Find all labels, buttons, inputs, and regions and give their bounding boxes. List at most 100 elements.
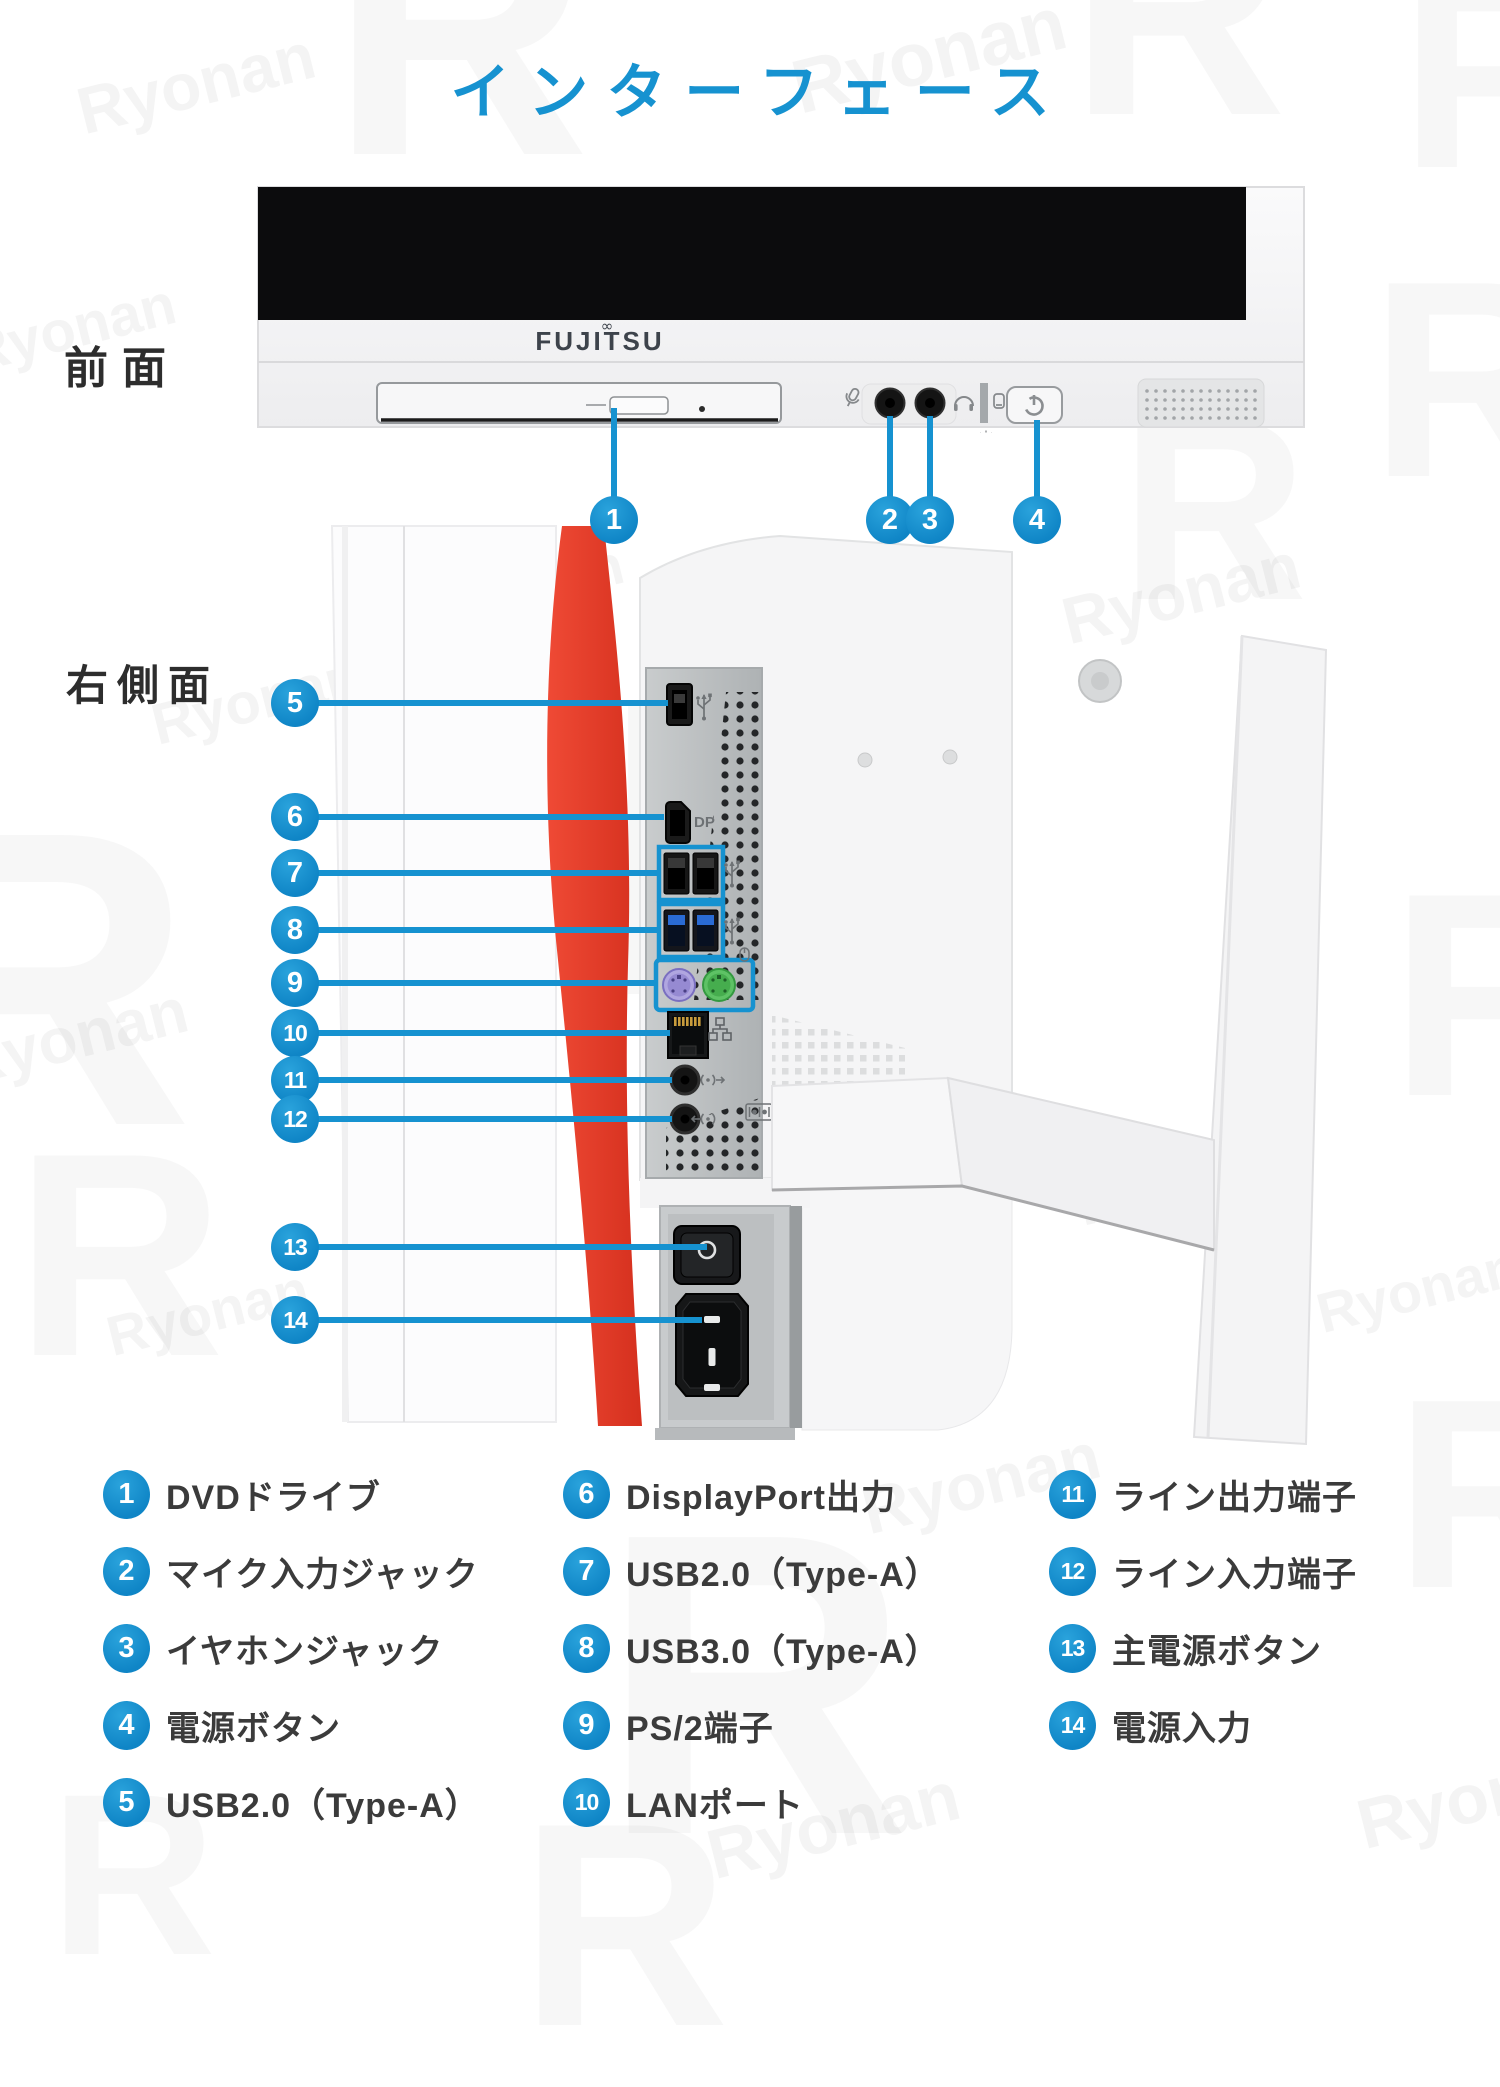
callout-marker-4: 4 [1013,496,1061,544]
usb2-port-side[interactable] [666,683,693,726]
callout-marker-11: 11 [271,1056,319,1104]
disk-icon [993,393,1005,409]
ac-inlet[interactable] [675,1293,749,1397]
fujitsu-logo: FUJITSU ∞ [535,317,661,356]
watermark-logo: R [1400,0,1500,225]
callout-marker-3: 3 [906,496,954,544]
callout-line-13 [295,1244,707,1250]
legend-label-4: 電源ボタン [166,1709,341,1748]
watermark-text: Ryonan [1349,1726,1500,1864]
front-section-label: 前面 [64,344,180,393]
minus-mark: - [951,425,958,433]
lan-port[interactable] [667,1011,709,1059]
legend-label-3: イヤホンジャック [166,1632,444,1671]
brightness-icon [980,430,992,433]
legend-label-1: DVDドライブ [166,1478,381,1517]
legend-label-11: ライン出力端子 [1112,1478,1357,1517]
displayport[interactable] [665,801,691,844]
callout-line-11 [295,1077,672,1083]
plus-mark: + [1008,428,1019,433]
dvd-drive-slot[interactable] [376,382,782,424]
legend-item-13: 13 主電源ボタン [1049,1623,1357,1673]
watermark-logo: R [15,1093,225,1417]
legend-badge-4: 4 [103,1700,150,1750]
legend-badge-7: 7 [563,1546,610,1596]
callout-line-9 [295,980,657,986]
legend-badge-8: 8 [563,1623,610,1673]
legend-label-14: 電源入力 [1112,1709,1252,1748]
watermark-logo: R [1370,224,1500,536]
callout-line-3 [927,416,933,520]
legend-badge-6: 6 [563,1469,610,1519]
legend-column-2: 6 DisplayPort出力 7 USB2.0（Type-A） 8 USB3.… [563,1469,940,1855]
callout-marker-10: 10 [271,1009,319,1057]
power-button[interactable] [1006,386,1063,424]
legend-item-7: 7 USB2.0（Type-A） [563,1546,940,1596]
speaker-grille [1137,378,1265,428]
lower-shell [801,1174,1013,1431]
watermark-logo: R [1390,833,1500,1157]
legend-badge-13: 13 [1049,1623,1096,1673]
legend-label-8: USB3.0（Type-A） [626,1632,940,1671]
watermark-logo: R [1395,1344,1500,1645]
legend-item-2: 2 マイク入力ジャック [103,1546,480,1596]
legend-item-12: 12 ライン入力端子 [1049,1546,1357,1596]
line-out-jack[interactable] [669,1064,701,1096]
legend-label-2: マイク入力ジャック [166,1555,479,1594]
legend-badge-9: 9 [563,1700,610,1750]
usb3-ports[interactable] [663,909,719,952]
page-title: インターフェース [450,59,1068,126]
screen-bezel [258,187,1246,320]
callout-marker-1: 1 [590,496,638,544]
ps2-mouse-port[interactable] [702,968,736,1002]
callout-line-5 [295,700,668,706]
ps2-keyboard-port[interactable] [662,968,696,1002]
legend-badge-5: 5 [103,1777,150,1827]
legend-badge-12: 12 [1049,1546,1096,1596]
line-in-jack[interactable] [669,1103,701,1135]
screw [942,749,958,765]
callout-line-14 [295,1317,702,1323]
callout-line-7 [295,870,659,876]
legend-label-10: LANポート [626,1786,804,1825]
legend-label-9: PS/2端子 [626,1709,774,1748]
callout-line-2 [887,416,893,520]
side-view-photo: DP [330,525,1328,1445]
brightness-slider[interactable] [980,383,988,423]
watermark-logo: R [1070,0,1287,178]
mic-jack[interactable] [874,387,906,419]
front-panel-side [330,525,557,1423]
callout-line-12 [295,1116,672,1122]
callout-marker-13: 13 [271,1223,319,1271]
watermark-logo: R [330,0,590,231]
mouse-icon [739,947,750,962]
legend-item-3: 3 イヤホンジャック [103,1623,480,1673]
legend-item-6: 6 DisplayPort出力 [563,1469,940,1519]
callout-line-10 [295,1030,670,1036]
svg-text:∞: ∞ [601,317,614,335]
callout-marker-5: 5 [271,679,319,727]
power-icon [1024,395,1044,416]
callout-marker-14: 14 [271,1296,319,1344]
callout-line-8 [295,927,659,933]
legend-label-6: DisplayPort出力 [626,1478,896,1517]
legend-item-9: 9 PS/2端子 [563,1700,940,1750]
legend-badge-1: 1 [103,1469,150,1519]
main-power-switch[interactable] [673,1225,741,1285]
usb2-highlight-box [656,844,726,903]
watermark-logo: R [0,745,194,1214]
callout-marker-7: 7 [271,849,319,897]
eject-button[interactable] [609,396,669,415]
legend-badge-10: 10 [563,1777,610,1827]
headphone-jack[interactable] [914,387,946,419]
side-section-label: 右側面 [66,662,220,709]
callout-line-6 [295,814,664,820]
callout-line-1 [611,408,617,520]
legend-item-11: 11 ライン出力端子 [1049,1469,1357,1519]
usb2-ports[interactable] [663,852,719,895]
legend-item-14: 14 電源入力 [1049,1700,1357,1750]
legend-label-5: USB2.0（Type-A） [166,1786,480,1825]
legend-column-3: 11 ライン出力端子 12 ライン入力端子 13 主電源ボタン 14 電源入力 [1049,1469,1357,1778]
legend-item-4: 4 電源ボタン [103,1700,480,1750]
callout-marker-12: 12 [271,1095,319,1143]
